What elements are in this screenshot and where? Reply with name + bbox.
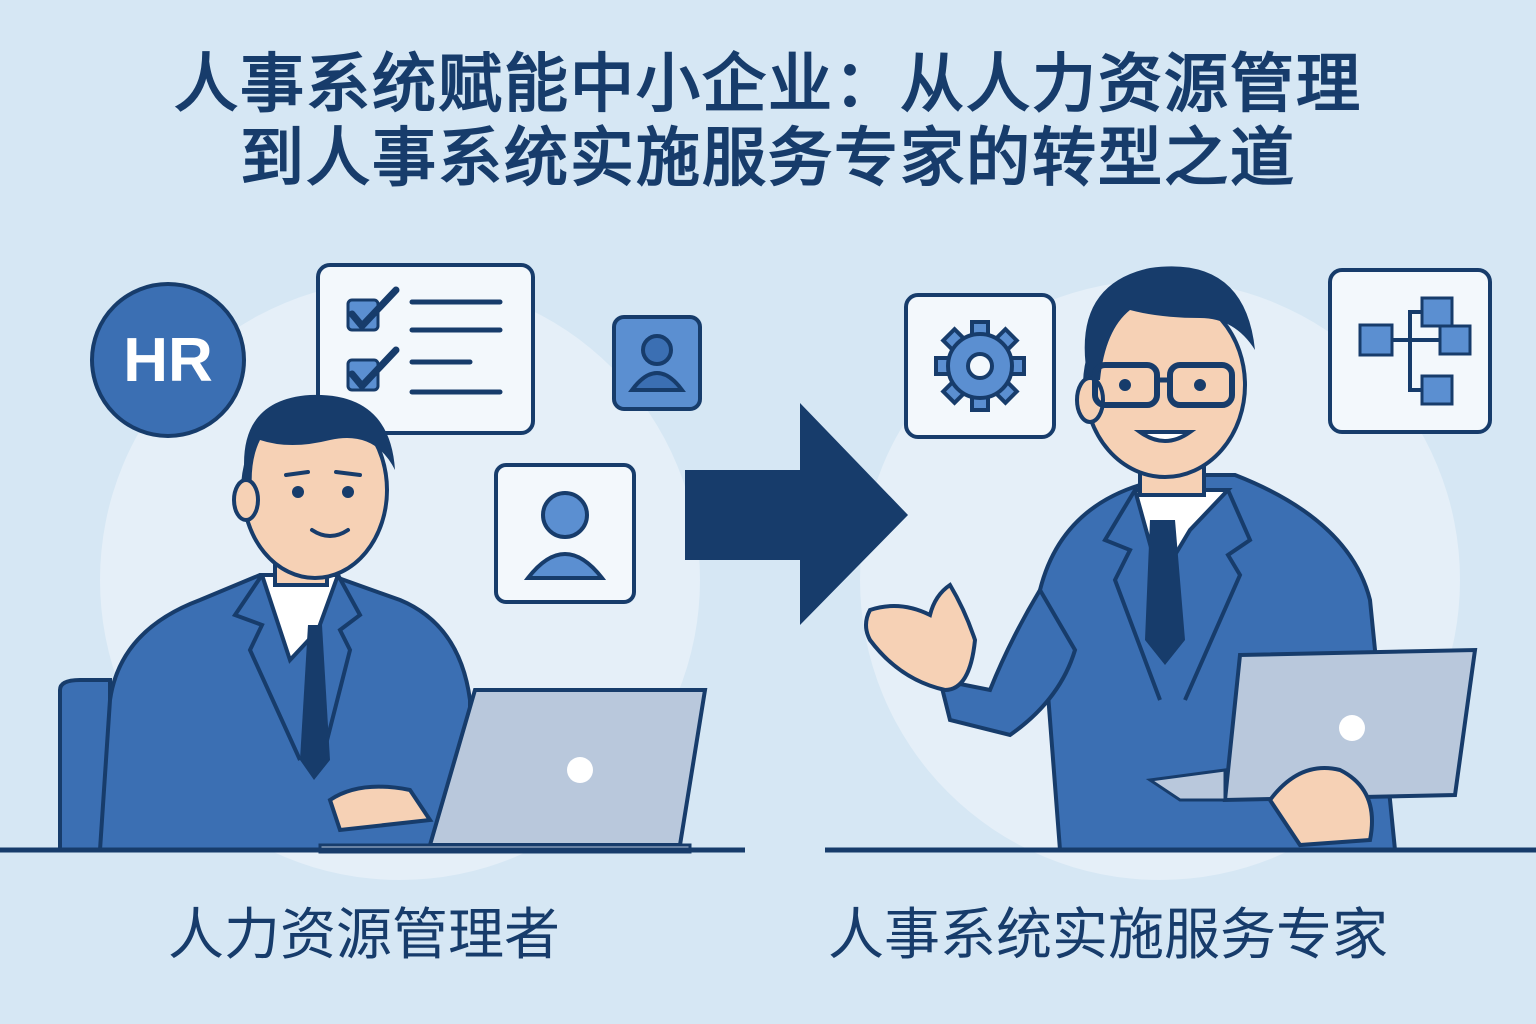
hr-manager-caption: 人力资源管理者 <box>168 903 560 968</box>
page-title: 人事系统赋能中小企业：从人力资源管理 到人事系统实施服务专家的转型之道 <box>0 48 1536 196</box>
title-line-1: 人事系统赋能中小企业：从人力资源管理 <box>174 48 1362 122</box>
hr-badge-icon: HR <box>90 282 246 438</box>
user-card-icon <box>494 463 636 604</box>
title-line-2: 到人事系统实施服务专家的转型之道 <box>240 122 1296 196</box>
flowchart-icon <box>1328 268 1492 434</box>
gear-icon <box>904 293 1056 439</box>
user-profile-icon <box>612 315 702 411</box>
hr-manager-figure <box>58 394 708 854</box>
checklist-icon <box>316 263 535 435</box>
transition-arrow-icon <box>685 403 908 625</box>
implementation-expert-caption: 人事系统实施服务专家 <box>828 903 1388 968</box>
implementation-expert-figure <box>864 266 1478 852</box>
